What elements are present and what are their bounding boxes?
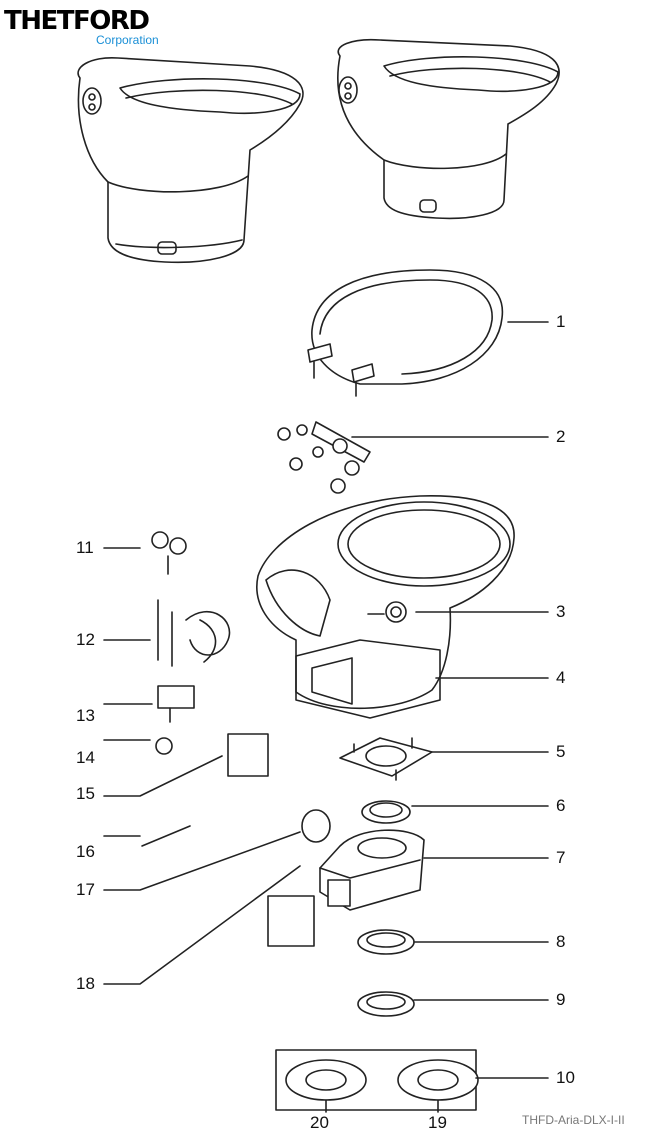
part-17-cover-disc [301, 809, 331, 843]
logo-subtitle: Corporation [96, 33, 159, 47]
callout-17: 17 [76, 880, 95, 899]
callout-3: 3 [556, 602, 566, 621]
part-2-hinge-hardware [277, 421, 371, 494]
thetford-logo: THETFORD Corporation [4, 6, 164, 48]
part-1-seat-cover [307, 269, 504, 397]
callout-20: 20 [310, 1113, 329, 1132]
callout-9: 9 [556, 990, 566, 1009]
part-7-valve-assembly [319, 829, 425, 911]
part-9-gasket [357, 991, 415, 1017]
callout-15: 15 [76, 784, 95, 803]
toilet-assembly-view-right [337, 38, 560, 220]
callout-leader-lines [103, 321, 549, 1113]
callout-7: 7 [556, 848, 566, 867]
logo-wordmark: THETFORD [4, 6, 150, 36]
part-6-seal [361, 800, 411, 824]
callout-18: 18 [76, 974, 95, 993]
callout-19: 19 [428, 1113, 447, 1132]
part-18-motor-housing [267, 895, 315, 947]
part-15-switch-module [227, 733, 269, 777]
part-13-water-valve [157, 685, 195, 723]
callout-4: 4 [556, 668, 566, 687]
part-10-flange-kit-box [275, 1049, 479, 1111]
callout-5: 5 [556, 742, 566, 761]
callout-8: 8 [556, 932, 566, 951]
callout-6: 6 [556, 796, 566, 815]
callout-12: 12 [76, 630, 95, 649]
callout-1: 1 [556, 312, 566, 331]
callout-10: 10 [556, 1068, 575, 1087]
drawing-code: THFD-Aria-DLX-I-II [522, 1113, 625, 1127]
part-12-hose-assembly [157, 599, 231, 667]
part-8-gasket [357, 929, 415, 955]
callout-16: 16 [76, 842, 95, 861]
callout-14: 14 [76, 748, 95, 767]
part-14-clamp [155, 737, 173, 755]
part-4-base [295, 639, 441, 719]
callout-2: 2 [556, 427, 566, 446]
part-11-valve-fitting [151, 531, 187, 575]
part-5-mounting-plate [339, 737, 433, 781]
part-16-wire-harness [141, 825, 191, 847]
callout-13: 13 [76, 706, 95, 725]
callout-11: 11 [76, 538, 94, 557]
toilet-assembly-view-left [77, 57, 304, 264]
